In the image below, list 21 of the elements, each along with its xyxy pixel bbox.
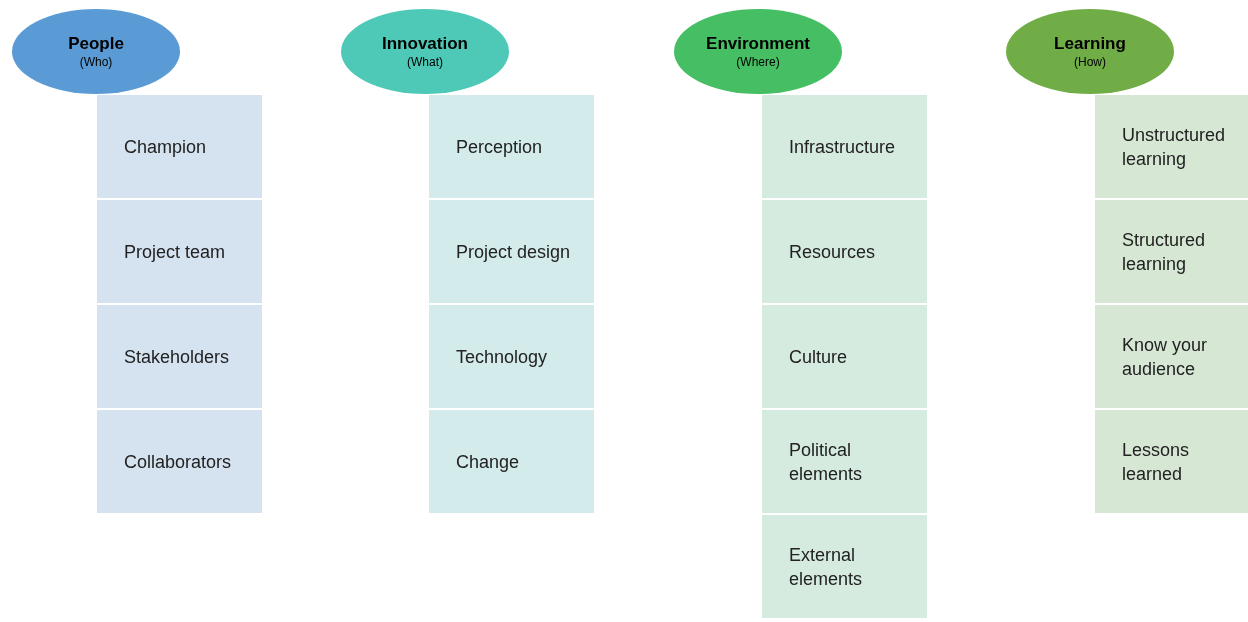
category-cell: Infrastructure: [762, 95, 927, 200]
category-cell: Change: [429, 410, 594, 515]
category-cell: Collaborators: [97, 410, 262, 515]
category-cell: Project team: [97, 200, 262, 305]
header-ellipse: Environment (Where): [674, 9, 842, 94]
category-cell: External elements: [762, 515, 927, 620]
header-ellipse: People (Who): [12, 9, 180, 94]
category-cell: Champion: [97, 95, 262, 200]
header-ellipse: Learning (How): [1006, 9, 1174, 94]
category-cell: Stakeholders: [97, 305, 262, 410]
category-cell: Resources: [762, 200, 927, 305]
category-cell: Unstructured learning: [1095, 95, 1248, 200]
category-cell: Know your audience: [1095, 305, 1248, 410]
category-cell: Lessons learned: [1095, 410, 1248, 515]
category-cell: Structured learning: [1095, 200, 1248, 305]
category-cell: Perception: [429, 95, 594, 200]
header-ellipse: Innovation (What): [341, 9, 509, 94]
category-cell: Technology: [429, 305, 594, 410]
category-cell: Culture: [762, 305, 927, 410]
category-cell: Project design: [429, 200, 594, 305]
category-cell: Political elements: [762, 410, 927, 515]
